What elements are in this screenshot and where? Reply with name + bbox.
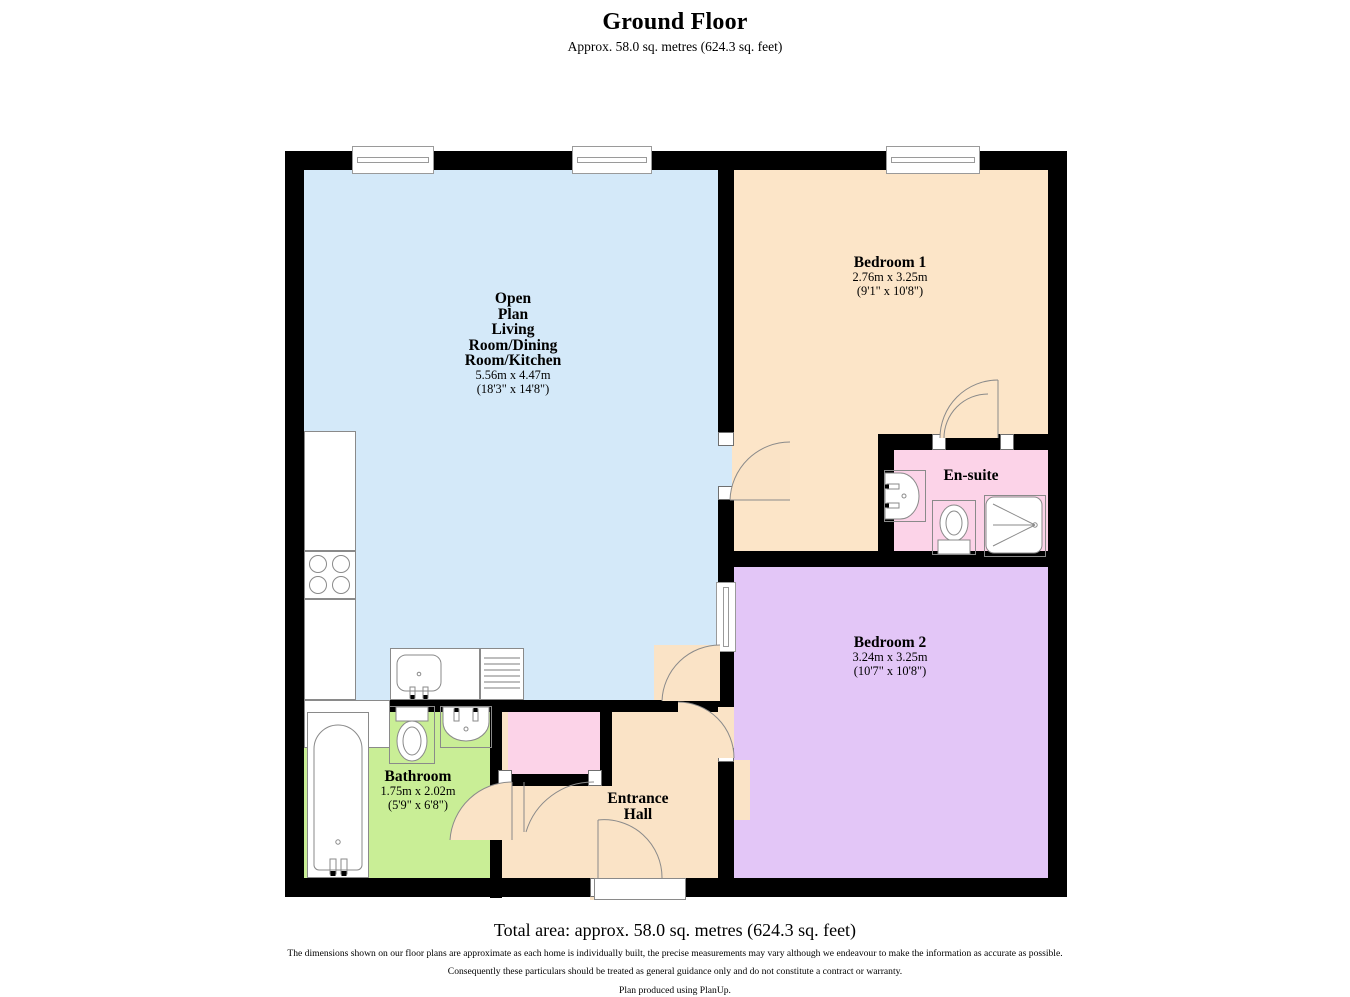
disclaimer-line-2: Consequently these particulars should be… (447, 966, 903, 978)
room-name-line-4: Room/Dining (468, 336, 558, 354)
plan-header: Ground Floor Approx. 58.0 sq. metres (62… (0, 0, 1350, 56)
room-name: Bathroom (384, 768, 452, 785)
room-name-line-1: Entrance (607, 790, 669, 807)
kitchen-unit-tall (304, 431, 356, 551)
basin-bathroom (440, 706, 492, 748)
hob-burners-icon (309, 555, 350, 594)
room-fill-open-plan (304, 170, 732, 700)
wall-hall-bedroom2-lower (718, 760, 734, 878)
room-dimension-imperial: (10'7" x 10'8") (853, 664, 927, 678)
page-title: Ground Floor (602, 9, 748, 35)
plan-footer: Total area: approx. 58.0 sq. metres (624… (0, 918, 1350, 997)
wall-living-bedroom2-upper (718, 497, 734, 587)
wc-ensuite (932, 500, 976, 555)
bath-tub-icon (313, 724, 363, 876)
wall-hall-bedroom2-upper (718, 645, 734, 707)
door-bathroom (449, 781, 513, 841)
wash-basin-icon (884, 472, 920, 520)
basin-ensuite (884, 470, 926, 522)
window-living-right (572, 146, 652, 174)
room-dimension-imperial: (18'3" x 14'8") (476, 381, 550, 396)
hob (304, 551, 356, 599)
window-bedroom1 (886, 146, 980, 174)
toilet-icon (937, 504, 971, 555)
wall-bedroom1-bottom (734, 551, 884, 567)
room-dimension-metric: 1.75m x 2.02m (380, 784, 456, 799)
room-label-bathroom: Bathroom 1.75m x 2.02m (5'9" x 6'8") (338, 768, 498, 813)
room-name-line-3: Living (491, 321, 535, 339)
shower-tray-ensuite (984, 495, 1046, 557)
room-fill-bedroom-2 (732, 567, 1048, 897)
door-ensuite (943, 393, 989, 439)
door-cupboard (523, 781, 595, 833)
room-label-bedroom-2: Bedroom 2 3.24m x 3.25m (10'7" x 10'8") (790, 634, 990, 679)
wc-bathroom (389, 706, 435, 764)
wall-cupboard-bottom (502, 774, 602, 786)
door-gap-living-bedroom1 (718, 432, 734, 446)
sink-basin-icon (396, 654, 442, 699)
room-label-entrance-hall: Entrance Hall (570, 790, 706, 824)
shower-tray-icon (985, 496, 1043, 554)
wall-living-bedroom1 (718, 170, 734, 440)
bath (307, 712, 369, 878)
wall-outer-top (285, 151, 1067, 170)
room-name-line-2: Plan (497, 305, 529, 323)
room-dimension-metric: 5.56m x 4.47m (475, 367, 551, 382)
door-hall-to-bedroom2 (661, 644, 721, 702)
window-living-left (352, 146, 434, 174)
door-hall-to-living (729, 441, 791, 501)
room-name-line-5: Room/Kitchen (464, 352, 562, 370)
toilet-icon (395, 706, 429, 762)
kitchen-unit-lower-left (304, 599, 356, 700)
door-gap-ensuite-right (1000, 434, 1014, 450)
room-name: En-suite (943, 467, 999, 484)
wall-outer-left (285, 151, 304, 897)
room-fill-cupboard (508, 712, 600, 780)
wall-ensuite-bottom (878, 551, 1048, 567)
drainer (480, 648, 524, 700)
room-name: Bedroom 2 (853, 634, 927, 651)
plan-area-subtitle: Approx. 58.0 sq. metres (624.3 sq. feet) (567, 39, 783, 54)
entrance-door-threshold (594, 878, 686, 900)
sink (390, 648, 480, 700)
room-name-line-1: Open (494, 290, 532, 307)
room-dimension-metric: 2.76m x 3.25m (852, 270, 928, 285)
room-dimension-imperial: (5'9" x 6'8") (387, 798, 448, 812)
window-bedroom2-side (716, 582, 736, 652)
room-label-en-suite: En-suite (908, 467, 1034, 484)
disclaimer-line-3: Plan produced using PlanUp. (619, 984, 731, 996)
wall-outer-right (1048, 151, 1067, 897)
wall-cupboard-right (600, 706, 612, 786)
room-label-bedroom-1: Bedroom 1 2.76m x 3.25m (9'1" x 10'8") (790, 254, 990, 299)
room-dimension-metric: 3.24m x 3.25m (852, 650, 928, 665)
room-dimension-imperial: (9'1" x 10'8") (856, 284, 924, 298)
door-entrance (597, 819, 663, 879)
room-label-open-plan: Open Plan Living Room/Dining Room/Kitche… (413, 291, 613, 396)
disclaimer-line-1: The dimensions shown on our floor plans … (287, 948, 1063, 959)
drainer-grooves-icon (484, 657, 520, 689)
room-name: Bedroom 1 (853, 254, 927, 271)
door-hall-bedroom2-lower (677, 701, 735, 759)
wash-basin-icon (442, 706, 490, 742)
room-name-line-2: Hall (623, 806, 653, 824)
total-area-text: Total area: approx. 58.0 sq. metres (624… (493, 920, 857, 940)
